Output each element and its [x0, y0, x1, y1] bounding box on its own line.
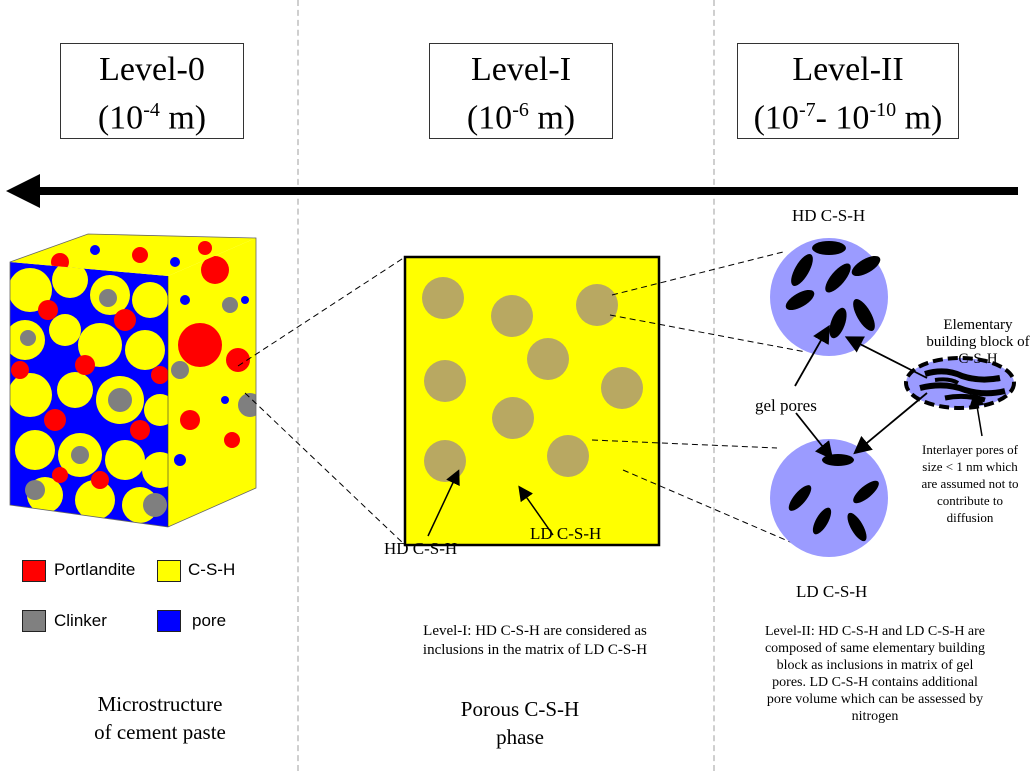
cement-paste-cube [9, 233, 257, 528]
level-0-title: Level-0 [99, 51, 205, 88]
level-1-box: Level-I (10-6 m) [429, 43, 613, 139]
level0-caption: Microstructure of cement paste [94, 692, 226, 744]
level-0-scale: (10-4 m) [97, 99, 207, 137]
interlayer-pores-label: Interlayer pores of size < 1 nm which ar… [921, 442, 1019, 525]
legend-swatch-csh [157, 560, 181, 582]
gel-pores-label: gel pores [755, 396, 817, 415]
elementary-building-block-label: Elementary building block of C-S-H [926, 317, 1030, 367]
legend-label-csh: C-S-H [188, 560, 236, 579]
legend-label-clinker: Clinker [54, 611, 107, 630]
level1-ld-label: LD C-S-H [530, 524, 602, 543]
level-1-scale: (10-6 m) [466, 99, 576, 137]
level-2-title: Level-II [792, 51, 904, 88]
level-separator-2 [713, 0, 715, 771]
scale-arrow [6, 174, 1018, 208]
level-0-box: Level-0 (10-4 m) [60, 43, 244, 139]
ld-csh-globule [770, 439, 888, 557]
legend-swatch-portlandite [22, 560, 46, 582]
legend-label-pore: pore [192, 611, 227, 630]
level1-note: Level-I: HD C-S-H are considered as incl… [422, 623, 648, 658]
legend-swatch-clinker [22, 610, 46, 632]
level-1-title: Level-I [470, 51, 572, 88]
level-2-scale: (10-7- 10-10 m) [753, 99, 943, 137]
legend-swatch-pore [157, 610, 181, 632]
level1-caption: Porous C-S-H phase [460, 697, 580, 749]
level1-hd-label: HD C-S-H [384, 539, 458, 558]
level2-note: Level-II: HD C-S-H and LD C-S-H are comp… [764, 624, 986, 724]
level-separator-1 [297, 0, 299, 771]
legend-label-portlandite: Portlandite [54, 560, 136, 579]
porous-csh-square [403, 255, 661, 547]
hd-csh-globule [770, 238, 888, 356]
elementary-building-block [904, 356, 1016, 410]
level2-ld-label: LD C-S-H [796, 582, 868, 601]
level2-hd-label: HD C-S-H [792, 206, 866, 225]
level-2-box: Level-II (10-7- 10-10 m) [737, 43, 959, 139]
